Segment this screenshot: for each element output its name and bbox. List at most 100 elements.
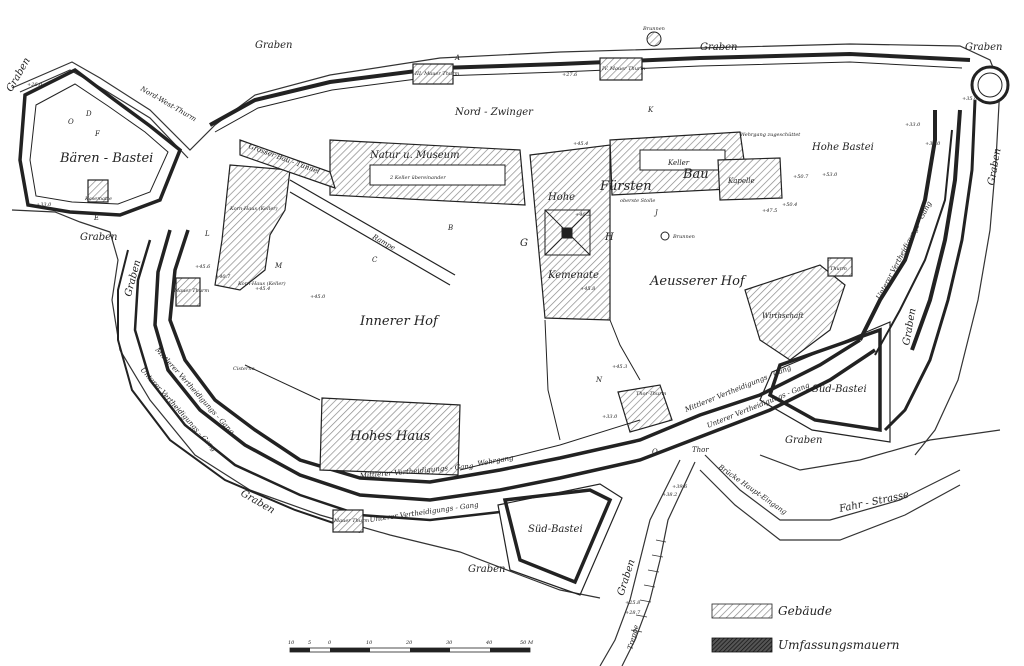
label-letter-o2: O <box>68 118 74 126</box>
outer-walls <box>117 51 977 533</box>
label-letter-l: L <box>204 230 210 238</box>
baeren-bastei-outline <box>18 67 183 217</box>
label-brunnen-court: Brunnen <box>672 234 695 240</box>
label-letter-h: H <box>604 232 614 243</box>
label-letter-g: G <box>520 238 528 249</box>
wehrgang-line <box>244 319 641 471</box>
brunnen-court-well <box>660 231 670 241</box>
label-keller-uebereinander: 2 Keller übereinander <box>389 175 446 181</box>
label-graben-left: Graben <box>80 232 118 243</box>
elevation-15: +40.7 <box>215 274 231 280</box>
label-rampe: Rampe <box>370 232 396 252</box>
elevation-6: +53.0 <box>822 172 838 178</box>
label-graben-top-left: Graben <box>255 40 293 51</box>
label-hohes-haus: Hohes Haus <box>349 429 430 444</box>
label-bruecke-haupt-eingang: Brücke Haupt-Eingang <box>716 463 789 517</box>
label-letter-o: O <box>652 448 658 456</box>
label-graben-right: Graben <box>986 147 1003 186</box>
label-keller: Keller <box>667 159 690 167</box>
elevation-7: +50.7 <box>793 174 809 180</box>
label-hohe: Hohe <box>547 192 575 203</box>
label-graben-top-right: Graben <box>965 42 1003 53</box>
label-letter-e: E <box>93 214 99 222</box>
label-thor: Thor <box>692 446 709 454</box>
label-graben-bottom: Graben <box>468 564 506 575</box>
sued-bastei-right-outline <box>759 321 891 443</box>
label-baeren-bastei: Bären - Bastei <box>59 151 153 166</box>
outer-moat-outline <box>11 43 1001 599</box>
legend-swatch-walls <box>711 637 773 653</box>
elevation-10: +46.2 <box>575 212 590 218</box>
elevation-8: +50.4 <box>782 202 797 208</box>
scale-tick-2: 0 <box>328 640 332 646</box>
elevation-23: +33.0 <box>925 141 941 147</box>
ne-round-tower <box>970 65 1010 105</box>
label-fuersten: Fürsten <box>599 179 652 194</box>
elevation-12: +45.6 <box>195 264 211 270</box>
scale-tick-5: 30 <box>446 640 453 646</box>
elevation-21: +26.0 <box>27 82 43 88</box>
label-letter-b: B <box>447 224 453 232</box>
label-nord-zwinger: Nord - Zwinger <box>454 107 534 118</box>
label-graben-west: Graben <box>123 259 143 298</box>
label-wehrgang-zugeschuettet: Wehrgang zugeschüttet <box>740 132 801 138</box>
label-hohe-bastei: Hohe Bastei <box>811 142 874 153</box>
label-kapelle: Kapelle <box>727 177 755 185</box>
label-nord-west-thurm: Nord-West-Thurm <box>138 84 198 123</box>
label-fahr-strasse: Fahr - Strasse <box>837 489 910 515</box>
scale-tick-3: 10 <box>366 640 373 646</box>
fahr-strasse-road <box>599 429 1001 666</box>
label-letter-d: D <box>85 110 92 118</box>
label-mauer-thurm-left: Mauer Thurm <box>173 288 209 294</box>
elevation-5: +33.0 <box>905 122 921 128</box>
scale-tick-0: 10 <box>288 640 295 646</box>
label-letter-m: M <box>274 262 283 270</box>
scale-tick-4: 20 <box>405 640 413 646</box>
treppe-stairs <box>630 539 667 633</box>
label-letter-f: F <box>94 130 101 138</box>
legend-swatch-buildings <box>711 603 773 619</box>
label-graben-sued: Graben <box>616 558 638 597</box>
elevation-2: +33.0 <box>36 202 52 208</box>
label-oberste-stolle: oberste Stolle <box>620 198 655 204</box>
label-graben-south: Graben <box>785 435 823 446</box>
label-korn-haus-1: Korn-Haus (Keller) <box>229 205 278 212</box>
elevation-17: +39.6 <box>672 484 688 490</box>
label-letter-n: N <box>595 376 603 384</box>
label-kemenate: Kemenate <box>547 270 599 281</box>
label-sued-bastei-right: Süd-Bastei <box>812 384 867 395</box>
label-unterer-vert-gang-right: Unterer Vertheidigungs - Gang <box>706 381 811 430</box>
label-letter-c: C <box>372 256 378 264</box>
elevation-4: +35.0 <box>962 96 978 102</box>
scale-tick-7: 50 M <box>520 640 534 646</box>
label-brunnen-top: Brunnen <box>642 26 665 32</box>
elevation-13: +45.4 <box>255 286 270 292</box>
legend-label-buildings: Gebäude <box>778 604 832 618</box>
label-mauer-thurm-bottom: Mauer Thurm <box>333 518 369 524</box>
label-korn-haus-2: Korn-Haus (Keller) <box>237 280 286 287</box>
elevation-20: +25.8 <box>625 600 640 606</box>
label-thor-thurm: Thor-Thurm <box>636 391 667 397</box>
elevation-1: +27.6 <box>562 72 578 78</box>
buildings <box>87 57 853 533</box>
elevation-14: +45.0 <box>310 294 326 300</box>
label-bau: Bau <box>682 167 709 182</box>
label-treppe: Treppe <box>626 624 640 650</box>
rampe-lines <box>289 179 456 286</box>
label-unterer-vert-gang-east: Unterer Vertheidigungs - Gang <box>875 200 934 301</box>
elevation-3: +45.4 <box>573 141 588 147</box>
label-natur-museum: Natur u. Museum <box>369 150 460 161</box>
label-kasematte: Kasematte <box>84 196 112 202</box>
elevation-22: +28.7 <box>625 610 641 616</box>
label-graben-top-center: Graben <box>700 42 738 53</box>
label-letter-a: A <box>454 54 460 62</box>
elevation-9: +47.5 <box>762 208 777 214</box>
elevation-11: +45.8 <box>580 286 595 292</box>
label-tower-iv: IV. Mauer Thurm <box>601 66 645 72</box>
scale-bar: 10 5 0 10 20 30 40 50 M <box>288 640 534 653</box>
label-thurm-right: Thurm <box>830 266 847 272</box>
scale-tick-6: 40 <box>485 640 493 646</box>
label-letter-j: J <box>653 209 659 217</box>
elevation-19: +33.0 <box>602 414 618 420</box>
